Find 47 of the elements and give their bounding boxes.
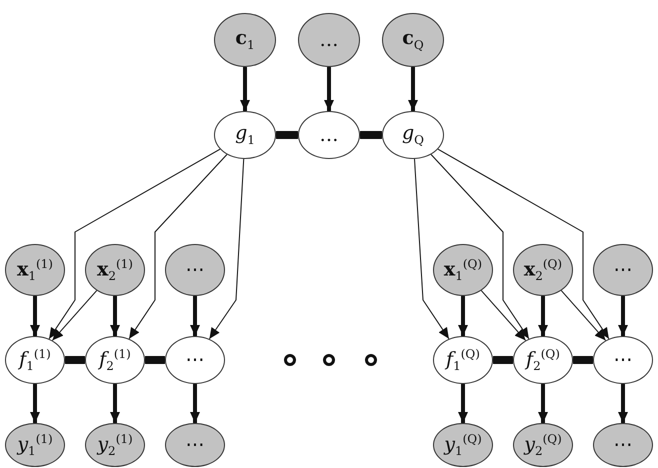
connector-line bbox=[145, 356, 165, 364]
arrow bbox=[618, 384, 628, 423]
node-label: c$_{Q}$ bbox=[402, 29, 424, 51]
node-label: ⋯ bbox=[614, 350, 632, 370]
connector-line bbox=[573, 356, 593, 364]
arrow bbox=[414, 158, 450, 340]
connector-line bbox=[493, 356, 513, 364]
node-label: g$_{Q}$ bbox=[402, 124, 424, 146]
arrow bbox=[190, 296, 200, 336]
arrow bbox=[618, 296, 628, 336]
arrow bbox=[30, 384, 40, 423]
arrow bbox=[458, 384, 468, 423]
arrow bbox=[538, 384, 548, 423]
connector-line bbox=[276, 131, 298, 139]
arrow bbox=[110, 384, 120, 423]
arrow bbox=[538, 296, 548, 336]
node-label: ⋯ bbox=[186, 436, 204, 454]
open-node bbox=[214, 111, 276, 159]
node-label: g$_{1}$ bbox=[235, 124, 255, 146]
arrow bbox=[110, 296, 120, 336]
arrow bbox=[240, 67, 250, 111]
arrow bbox=[52, 290, 98, 341]
arrow bbox=[458, 296, 468, 336]
arrow bbox=[48, 148, 220, 340]
small-circle bbox=[365, 354, 377, 366]
node-label: c$_{1}$ bbox=[235, 29, 255, 51]
arrow bbox=[430, 154, 530, 340]
arrow bbox=[408, 67, 418, 111]
arrow bbox=[190, 384, 200, 423]
small-circle bbox=[323, 354, 335, 366]
node-label: ⋯ bbox=[614, 436, 632, 454]
node-label: ⋯ bbox=[614, 260, 632, 280]
connector-line bbox=[65, 356, 85, 364]
node-label: ⋯ bbox=[186, 350, 204, 370]
open-node bbox=[382, 111, 444, 159]
arrow bbox=[560, 290, 606, 341]
arrow bbox=[438, 148, 610, 340]
arrow bbox=[30, 296, 40, 336]
small-circle bbox=[284, 354, 296, 366]
arrow bbox=[128, 154, 228, 340]
connector-line bbox=[360, 131, 382, 139]
arrow bbox=[480, 290, 526, 341]
node-label: … bbox=[320, 126, 338, 144]
arrow bbox=[324, 67, 334, 111]
arrow bbox=[208, 158, 244, 340]
node-label: … bbox=[320, 30, 338, 50]
node-label: ⋯ bbox=[186, 260, 204, 280]
